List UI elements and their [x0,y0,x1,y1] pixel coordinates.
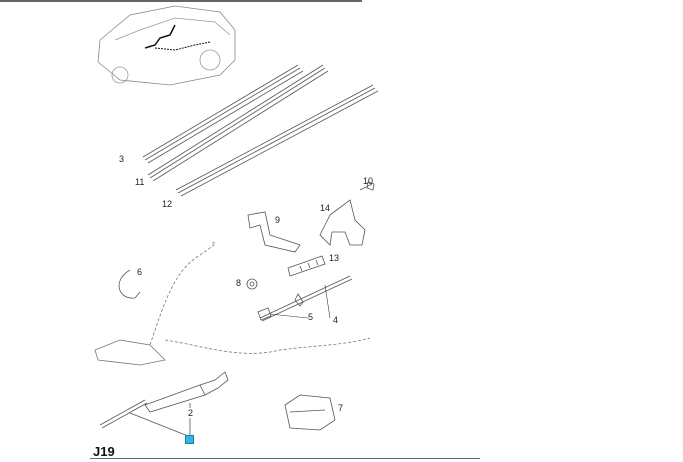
part-label: 2 [188,408,194,418]
bolt-10 [359,181,375,191]
part-label: 4 [333,315,339,325]
part-label: 5 [308,312,314,322]
clip-6 [118,269,141,299]
cable-4-5 [257,275,353,322]
bracket-9 [247,211,301,253]
block-7 [284,394,336,431]
part-label: 9 [275,215,281,225]
part-label: 14 [320,203,331,213]
top-border [0,0,362,2]
part-label: 6 [137,267,143,277]
part-hotspot[interactable] [185,435,194,444]
cable-2 [99,371,229,437]
part-label: 3 [119,154,125,164]
part-label: 10 [363,176,374,186]
bracket-14 [319,199,366,246]
handbrake-assembly [94,242,371,366]
part-label: 8 [236,278,242,288]
clip-8 [246,278,258,290]
car-overview [97,5,236,86]
cable-set-12 [175,84,379,197]
cable-set-11 [147,64,329,182]
part-label: 7 [338,403,344,413]
boot-13 [287,255,326,277]
part-label: 13 [329,253,340,263]
part-label: 11 [135,177,145,187]
bottom-border [90,458,480,459]
part-label: 12 [162,199,173,209]
leaders [269,284,331,319]
cable-set-3 [142,64,304,164]
diagram-code: J19 [93,444,115,459]
